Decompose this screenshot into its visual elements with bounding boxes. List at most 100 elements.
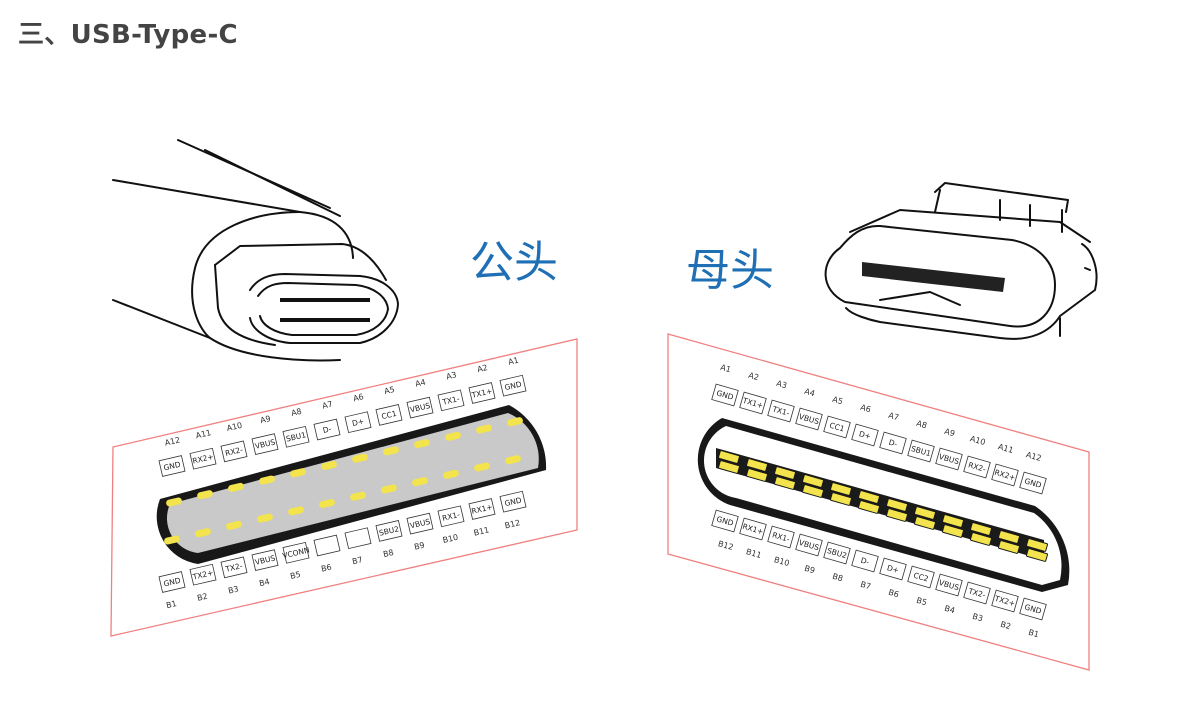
female-top-row: GNDA1TX1+A2TX1-A3VBUSA4CC1A5D+A6D-A7SBU1… [711, 363, 1048, 552]
pin-box [739, 391, 767, 415]
pin-position: B2 [196, 592, 208, 603]
pin-name: CC2 [912, 571, 929, 584]
pin-box [823, 415, 851, 439]
contact-pin [802, 474, 824, 488]
female-receptacle-illustration [824, 182, 1098, 340]
pin-position: A3 [445, 370, 457, 381]
contact-pin [942, 514, 964, 528]
pin-position: B6 [320, 562, 332, 573]
male-pinout-panel: GNDA12RX2+A11RX2-A10VBUSA9SBU1A8D-A7D+A6… [110, 338, 578, 637]
pin-box [251, 549, 279, 571]
pin-position: A10 [226, 421, 243, 433]
contact-pin [350, 491, 366, 501]
pin-box [851, 423, 879, 447]
pin-name: GND [504, 495, 523, 508]
pin-position: B4 [258, 577, 270, 588]
pin-position: B1 [1027, 628, 1040, 640]
pin-box [851, 549, 879, 573]
pin-position: A11 [997, 442, 1015, 455]
contact-pin [718, 450, 740, 464]
female-pinout-panel: GNDA1TX1+A2TX1-A3VBUSA4CC1A5D+A6D-A7SBU1… [667, 333, 1090, 671]
contact-pin [998, 540, 1020, 554]
pin-name: TX2- [224, 561, 244, 574]
pin-name: SBU1 [285, 430, 307, 443]
pin-box [879, 431, 907, 455]
pin-position: A4 [803, 387, 816, 399]
pin-name: D- [888, 438, 899, 449]
pin-name: RX1- [441, 510, 461, 523]
contact-pin [746, 458, 768, 472]
pin-position: A9 [259, 414, 271, 425]
pin-position: B6 [887, 588, 900, 600]
pin-box [189, 447, 217, 470]
pin-box [437, 389, 465, 412]
pin-name: GND [163, 576, 182, 589]
contact-pin [259, 475, 275, 485]
pin-box [1019, 597, 1047, 621]
pin-box [935, 447, 963, 471]
pin-box [189, 563, 217, 586]
pin-name: GND [163, 460, 182, 473]
pin-box [767, 399, 795, 423]
contact-pin [443, 469, 459, 479]
contact-pin [830, 482, 852, 496]
pin-position: B12 [717, 539, 735, 552]
contact-pin [445, 431, 461, 441]
pin-position: B5 [289, 570, 301, 581]
female-bottom-row: GNDB12RX1+B11RX1-B10VBUSB9SBU2B8D-B7D+B6… [711, 460, 1048, 640]
pin-position: B9 [803, 564, 816, 576]
pin-box [711, 383, 739, 407]
pin-position: B8 [831, 572, 844, 584]
pin-box [375, 520, 403, 542]
pin-box [499, 374, 527, 397]
contact-pin [414, 439, 430, 449]
pin-position: A1 [507, 356, 519, 367]
pin-box [406, 512, 434, 535]
male-title: 公头 [470, 237, 558, 288]
contact-pin [970, 532, 992, 546]
contact-pin [886, 498, 908, 512]
contact-pin [1026, 538, 1048, 552]
pin-box [344, 411, 372, 434]
pin-position: B8 [382, 548, 394, 559]
pin-box [220, 440, 248, 463]
contact-pin [998, 530, 1020, 544]
pin-box [907, 565, 935, 589]
contact-pin [383, 446, 399, 456]
pin-box [220, 556, 248, 579]
contact-pin [774, 466, 796, 480]
contact-pin [381, 484, 397, 494]
pin-name: CC1 [828, 421, 845, 434]
pin-position: A2 [476, 363, 488, 374]
contact-pin [914, 506, 936, 520]
pin-position: A10 [969, 434, 987, 447]
pin-position: B9 [413, 541, 425, 552]
male-plug-illustration [112, 139, 399, 362]
pin-position: B7 [859, 580, 872, 592]
pin-position: A7 [321, 399, 333, 410]
pin-box [823, 541, 851, 565]
contact-pin [858, 490, 880, 504]
contact-pin [886, 508, 908, 522]
pin-position: A1 [719, 363, 732, 375]
pin-box [313, 418, 341, 441]
contact-pin [319, 498, 335, 509]
pin-box [158, 571, 186, 593]
pin-box [468, 382, 496, 404]
female-receptacle-contacts [862, 262, 1005, 292]
pin-box [251, 433, 279, 455]
pin-position: A5 [383, 385, 395, 396]
pin-name: SBU2 [378, 524, 400, 537]
contact-pin [507, 417, 523, 427]
pin-position: B4 [943, 604, 956, 616]
male-top-row: GNDA12RX2+A11RX2-A10VBUSA9SBU1A8D-A7D+A6… [158, 356, 527, 507]
pin-position: A7 [887, 411, 900, 423]
contact-pin [228, 482, 244, 492]
pin-box [739, 517, 767, 541]
pin-position: B10 [442, 533, 459, 545]
contact-pin [774, 476, 796, 490]
contact-pin [476, 424, 492, 434]
contact-pin [412, 477, 428, 487]
pin-position: A4 [414, 378, 426, 389]
